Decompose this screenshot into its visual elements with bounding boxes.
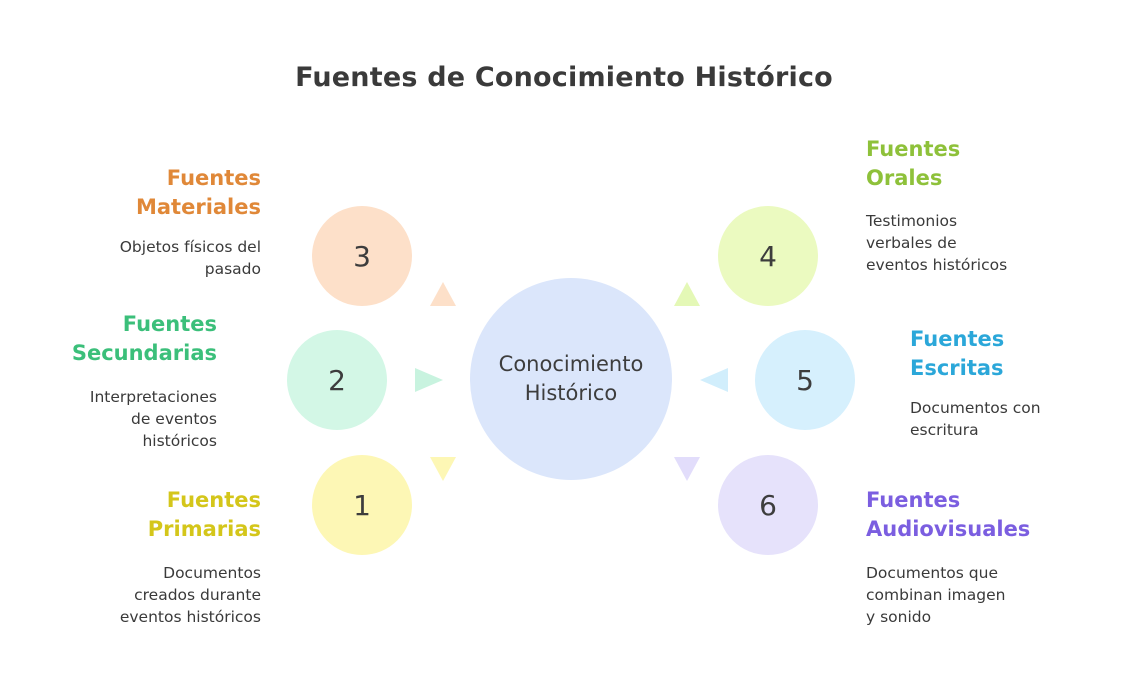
center-label-line1: Conocimiento — [498, 352, 644, 376]
node-circle-2: 2 — [287, 330, 387, 430]
node-title-2: Fuentes Secundarias — [71, 312, 217, 365]
node-title-6: Fuentes Audiovisuales — [866, 488, 1031, 541]
node-circle-6: 6 — [718, 455, 818, 555]
node-desc-1: Documentos creados durante eventos histó… — [119, 564, 261, 626]
arrow-6 — [674, 457, 700, 481]
node-number-1: 1 — [353, 488, 371, 522]
node-desc-4: Testimonios verbales de eventos históric… — [866, 212, 1008, 274]
node-number-4: 4 — [759, 239, 777, 273]
arrow-2 — [415, 368, 443, 392]
node-title-4: Fuentes Orales — [866, 137, 961, 190]
node-desc-2: Interpretaciones de eventos históricos — [89, 388, 217, 450]
node-number-5: 5 — [796, 363, 814, 397]
diagram-title: Fuentes de Conocimiento Histórico — [295, 62, 833, 93]
arrow-1 — [430, 457, 456, 481]
arrow-5 — [700, 368, 728, 392]
center-label-line2: Histórico — [524, 381, 618, 405]
node-title-3: Fuentes Materiales — [135, 166, 261, 219]
node-circle-1: 1 — [312, 455, 412, 555]
node-desc-3: Objetos físicos del pasado — [119, 238, 261, 278]
node-title-5: Fuentes Escritas — [910, 327, 1005, 380]
node-desc-6: Documentos que combinan imagen y sonido — [866, 564, 1006, 626]
node-number-2: 2 — [328, 363, 346, 397]
node-number-3: 3 — [353, 239, 371, 273]
node-circle-3: 3 — [312, 206, 412, 306]
center-circle: Conocimiento Histórico — [470, 278, 672, 480]
node-circle-4: 4 — [718, 206, 818, 306]
node-circle-5: 5 — [755, 330, 855, 430]
node-number-6: 6 — [759, 488, 777, 522]
arrow-4 — [674, 282, 700, 306]
arrow-3 — [430, 282, 456, 306]
node-title-1: Fuentes Primarias — [147, 488, 261, 541]
node-desc-5: Documentos con escritura — [910, 399, 1041, 439]
